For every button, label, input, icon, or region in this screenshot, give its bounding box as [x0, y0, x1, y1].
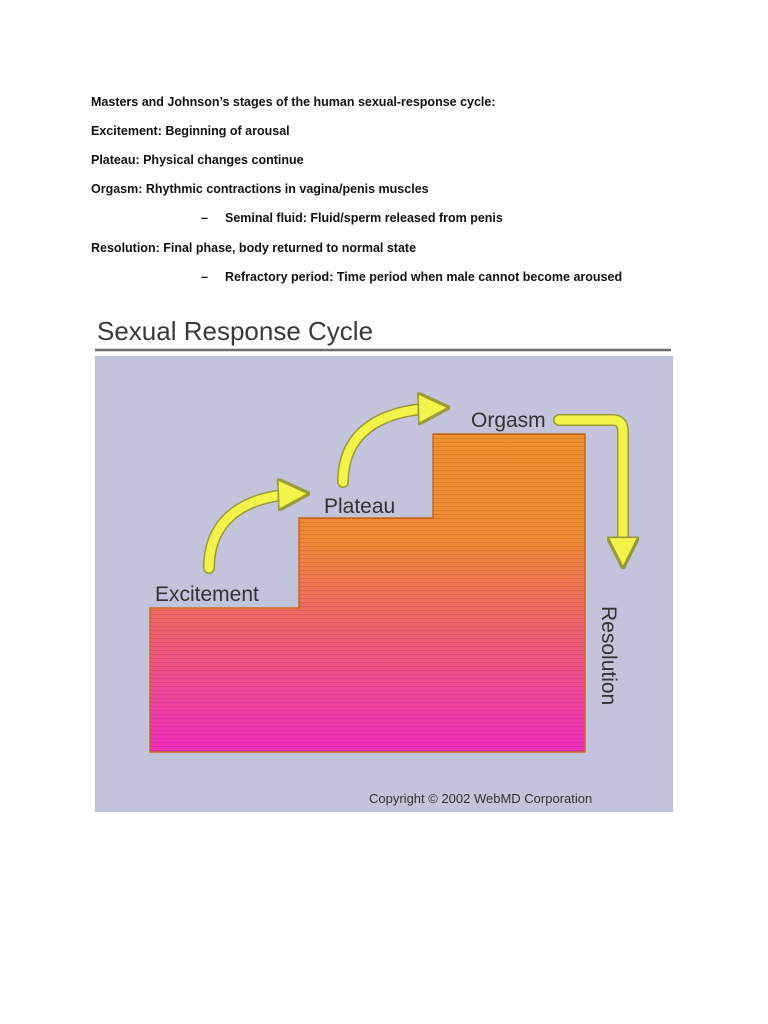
seminal-fluid-line: – Seminal fluid: Fluid/sperm released fro… [201, 210, 503, 226]
figure-title: Sexual Response Cycle [97, 316, 373, 346]
excitement-to-plateau-arrow [204, 494, 297, 573]
bullet-dash: – [201, 270, 208, 284]
figure-canvas: Sexual Response Cycle Excitement Plateau… [93, 306, 675, 812]
orgasm-to-resolution-arrow [554, 415, 623, 556]
orgasm-line: Orgasm: Rhythmic contractions in vagina/… [91, 182, 429, 196]
excitement-line: Excitement: Beginning of arousal [91, 124, 290, 138]
plateau-to-orgasm-arrow [338, 408, 437, 487]
resolution-line: Resolution: Final phase, body returned t… [91, 241, 417, 255]
step-area-lines [150, 434, 585, 752]
plateau-line: Plateau: Physical changes continue [91, 153, 304, 167]
intro-line: Masters and Johnson’s stages of the huma… [91, 95, 496, 109]
plateau-label: Plateau [324, 495, 395, 518]
orgasm-label: Orgasm [471, 409, 546, 432]
excitement-label: Excitement [155, 583, 259, 606]
copyright-text: Copyright © 2002 WebMD Corporation [369, 791, 592, 806]
sexual-response-cycle-figure: Sexual Response Cycle Excitement Plateau… [93, 306, 675, 814]
title-band [93, 306, 675, 350]
bullet-dash: – [201, 211, 208, 225]
seminal-fluid-text: Seminal fluid: Fluid/sperm released from… [225, 211, 503, 225]
refractory-period-text: Refractory period: Time period when male… [225, 270, 623, 284]
refractory-period-line: – Refractory period: Time period when mal… [201, 269, 622, 285]
resolution-label: Resolution [597, 606, 620, 705]
